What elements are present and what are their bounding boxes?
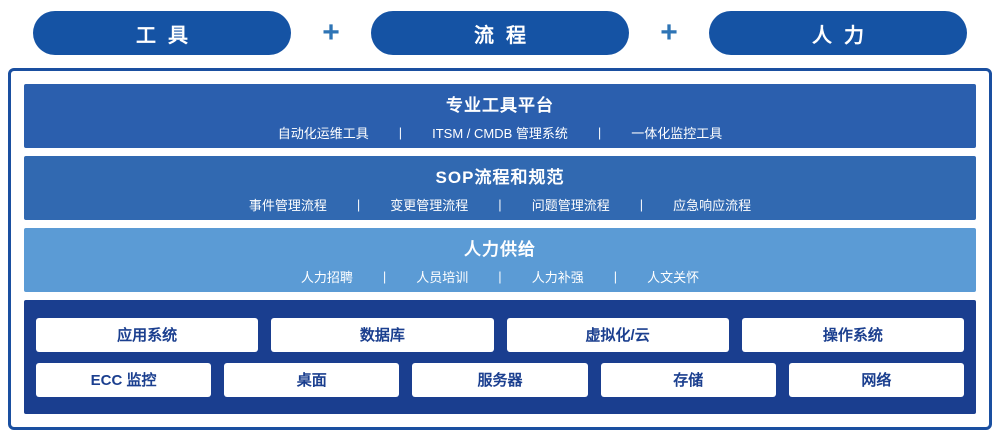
item-auto-ops-tools: 自动化运维工具	[277, 125, 369, 141]
band-items-sop-process: 事件管理流程 | 变更管理流程 | 问题管理流程 | 应急响应流程	[24, 195, 976, 214]
infra-box-operating-system: 操作系统	[741, 317, 964, 352]
header-row: 工具 + 流程 + 人力	[0, 0, 1000, 56]
infra-row-1: 应用系统 数据库 虚拟化/云 操作系统	[34, 317, 966, 352]
item-humanistic-care: 人文关怀	[647, 269, 700, 285]
infra-row-2: ECC 监控 桌面 服务器 存储 网络	[34, 362, 966, 397]
separator: |	[597, 124, 602, 140]
pill-tools-label: 工具	[136, 24, 200, 47]
band-title-manpower-supply: 人力供给	[464, 239, 536, 259]
separator: |	[498, 268, 502, 284]
item-change-management: 变更管理流程	[390, 197, 469, 213]
band-items-manpower-supply: 人力招聘 | 人员培训 | 人力补强 | 人文关怀	[24, 267, 976, 286]
pill-process: 流程	[371, 11, 629, 55]
separator: |	[613, 268, 618, 284]
band-infrastructure: 应用系统 数据库 虚拟化/云 操作系统 ECC 监控 桌面 服务器 存储 网络	[24, 300, 976, 414]
infra-box-storage: 存储	[600, 362, 776, 397]
infra-box-database: 数据库	[271, 317, 494, 352]
infra-box-server: 服务器	[412, 362, 588, 397]
band-title-sop-process: SOP流程和规范	[435, 167, 565, 187]
item-training: 人员培训	[416, 269, 469, 285]
item-reinforcement: 人力补强	[531, 269, 584, 285]
pill-process-label: 流程	[474, 24, 538, 47]
infra-box-ecc-monitoring: ECC 监控	[36, 362, 212, 397]
separator: |	[356, 196, 361, 212]
pill-manpower: 人力	[709, 11, 967, 55]
separator: |	[639, 196, 644, 212]
separator: |	[398, 124, 403, 140]
band-professional-tools-platform: 专业工具平台 自动化运维工具 | ITSM / CMDB 管理系统 | 一体化监…	[24, 84, 976, 148]
band-title-tools-platform: 专业工具平台	[446, 95, 554, 115]
plus-sign-1: +	[322, 16, 340, 49]
infra-box-application-system: 应用系统	[36, 317, 259, 352]
separator: |	[498, 196, 502, 212]
item-problem-management: 问题管理流程	[531, 197, 610, 213]
item-itsm-cmdb: ITSM / CMDB 管理系统	[432, 125, 568, 141]
pill-tools: 工具	[33, 11, 291, 55]
item-incident-management: 事件管理流程	[248, 197, 327, 213]
infra-box-desktop: 桌面	[224, 362, 400, 397]
separator: |	[382, 268, 387, 284]
band-sop-process: SOP流程和规范 事件管理流程 | 变更管理流程 | 问题管理流程 | 应急响应…	[24, 156, 976, 220]
infra-box-network: 网络	[788, 362, 965, 397]
infra-box-virtualization-cloud: 虚拟化/云	[506, 317, 729, 352]
pill-manpower-label: 人力	[812, 24, 876, 47]
item-emergency-response: 应急响应流程	[673, 197, 752, 213]
plus-sign-2: +	[660, 16, 678, 49]
band-items-tools-platform: 自动化运维工具 | ITSM / CMDB 管理系统 | 一体化监控工具	[24, 123, 976, 142]
band-manpower-supply: 人力供给 人力招聘 | 人员培训 | 人力补强 | 人文关怀	[24, 228, 976, 292]
item-recruiting: 人力招聘	[300, 269, 353, 285]
item-unified-monitoring: 一体化监控工具	[631, 125, 723, 141]
main-container: 专业工具平台 自动化运维工具 | ITSM / CMDB 管理系统 | 一体化监…	[8, 68, 992, 430]
